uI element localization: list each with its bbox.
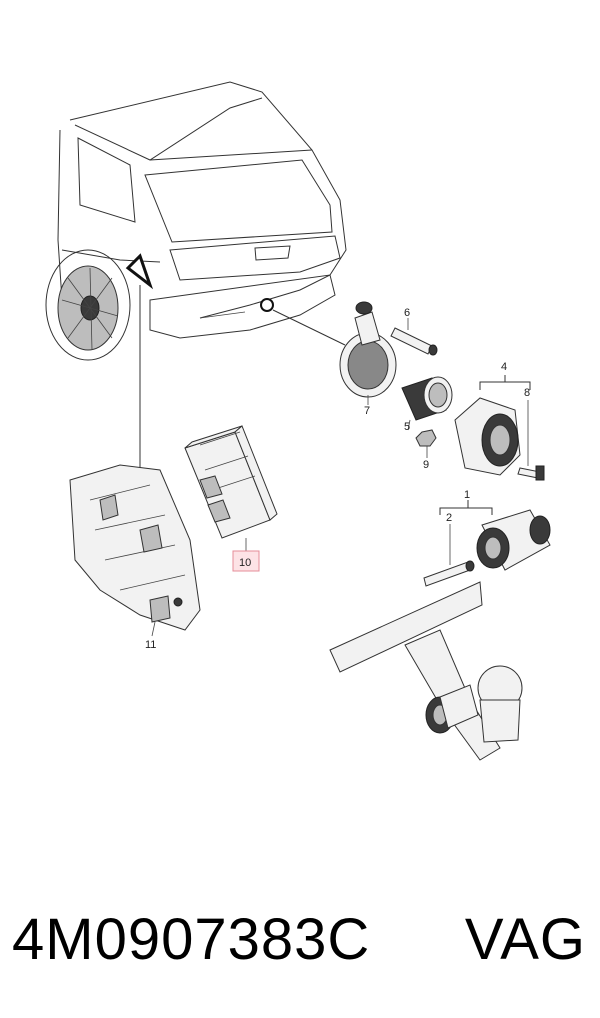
socket-housing-part-4 [454, 375, 531, 476]
brand-label: VAG [464, 907, 586, 972]
callout-10-highlight [232, 550, 260, 572]
callout-6: 6 [404, 307, 410, 319]
callout-9: 9 [423, 459, 429, 471]
parts-diagram: 1 2 4 5 6 7 8 9 10 11 [45, 81, 551, 761]
tow-bar-assembly-part-1 [329, 500, 551, 761]
callout-7: 7 [364, 405, 370, 417]
callout-1: 1 [464, 489, 470, 501]
callout-11: 11 [145, 639, 156, 651]
module-location-marker [125, 253, 154, 290]
callout-4: 4 [501, 361, 507, 373]
control-module-part-10 [184, 425, 278, 552]
bracket-part-11 [69, 464, 201, 637]
hitch-location-marker [260, 298, 274, 312]
pin-part-2 [423, 524, 475, 587]
pin-part-6 [390, 318, 438, 356]
connector-insert-part-5 [401, 376, 453, 431]
callout-5: 5 [404, 421, 410, 433]
part-number: 4M0907383C [12, 907, 371, 972]
cover-plate-part-7 [339, 301, 397, 405]
screw-part-8 [517, 400, 545, 481]
callout-8: 8 [524, 387, 530, 399]
caption-bar: 4M0907383C VAG [0, 895, 600, 985]
nut-part-9 [415, 429, 437, 458]
callout-10: 10 [239, 557, 251, 569]
vehicle-rear-illustration [45, 81, 347, 361]
callout-2: 2 [446, 512, 452, 524]
